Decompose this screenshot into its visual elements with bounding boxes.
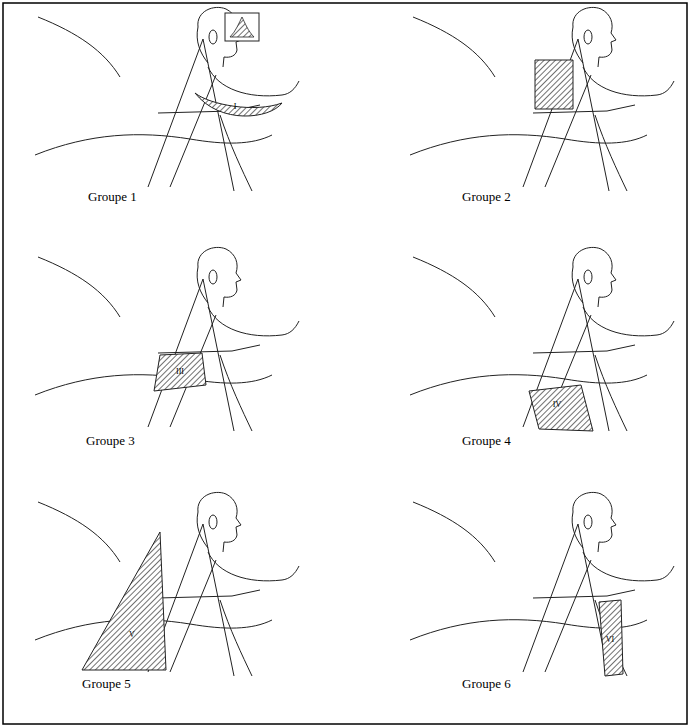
level-numeral: III xyxy=(176,368,184,376)
hatched-region xyxy=(529,385,593,431)
group-panel xyxy=(410,492,674,676)
neck-outline xyxy=(410,7,674,191)
neck-outline xyxy=(35,492,299,676)
hatched-region xyxy=(82,532,166,670)
neck-outline xyxy=(410,247,674,431)
level-numeral: VI xyxy=(606,636,614,644)
outer-frame xyxy=(3,3,687,724)
group-caption: Groupe 1 xyxy=(88,190,137,203)
inset-box xyxy=(225,13,259,41)
group-panel xyxy=(410,247,674,431)
level-numeral: IV xyxy=(553,401,561,409)
inset-region xyxy=(230,17,254,37)
group-caption: Groupe 4 xyxy=(462,434,511,447)
group-caption: Groupe 3 xyxy=(86,434,135,447)
group-caption: Groupe 6 xyxy=(462,677,511,690)
group-caption: Groupe 5 xyxy=(82,677,131,690)
group-caption: Groupe 2 xyxy=(462,190,511,203)
group-panel xyxy=(35,7,299,191)
neck-outline xyxy=(410,492,674,676)
hatched-region xyxy=(195,93,282,116)
level-numeral: V xyxy=(129,631,135,639)
hatched-region xyxy=(599,600,623,676)
group-panel xyxy=(35,247,299,431)
neck-outline xyxy=(35,7,299,191)
hatched-region xyxy=(154,353,206,391)
neck-outline xyxy=(35,247,299,431)
level-numeral: I xyxy=(234,103,237,111)
group-panel xyxy=(35,492,299,676)
group-panel xyxy=(410,7,674,191)
hatched-region xyxy=(535,60,573,109)
